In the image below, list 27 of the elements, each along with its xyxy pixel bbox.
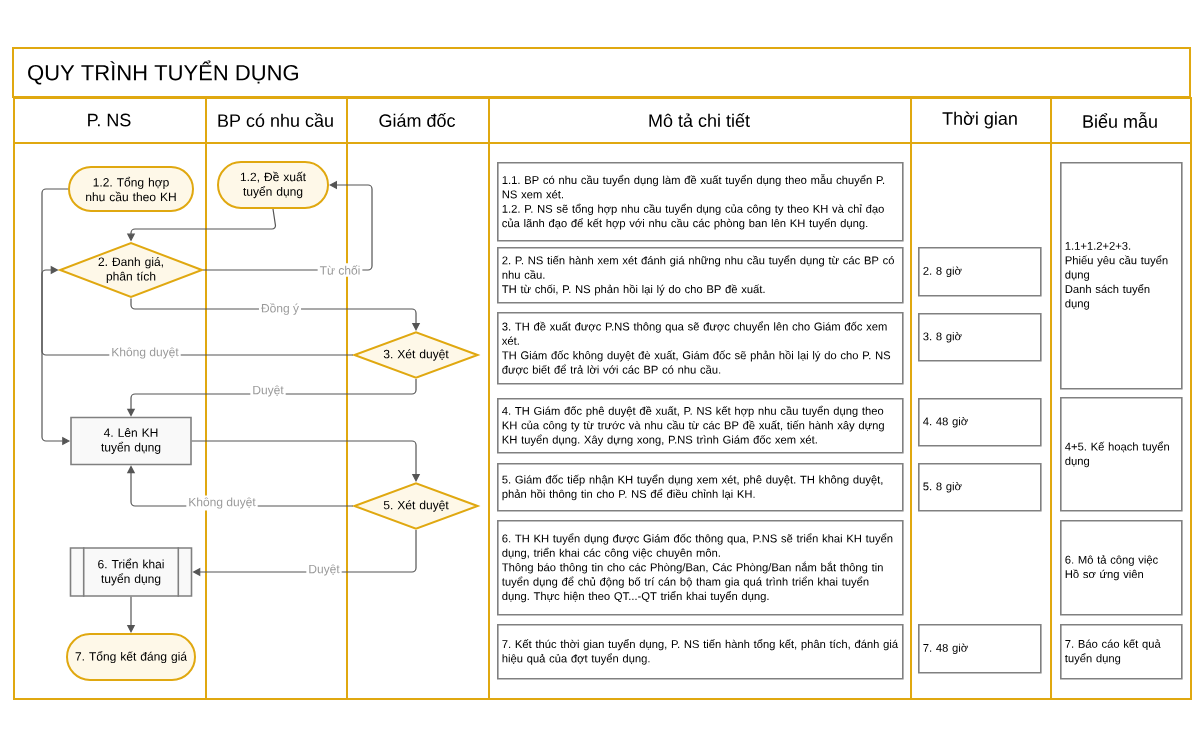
edge-label: Không duyệt xyxy=(186,495,258,511)
text-box: 6. TH KH tuyển dụng được Giám đốc thông qua, P.NS sẽ triển khai KH tuyển dụng, triển khai các công việc chuyên môn. Thông báo thông tin cho các Phòng/Ban, Các Phòng/Ban nắm bắt thông tin tuyển dụng để chủ động bố trí cán bộ tham gia quá trình triển khai tuyển dụng. Thực hiện theo QT...-QT triển khai tuyển dụng. xyxy=(497,520,904,616)
text-box: 7. Báo cáo kết quả tuyển dụng xyxy=(1060,624,1183,680)
subprocess-box: 6. Triển khai tuyển dụng xyxy=(69,546,193,598)
title-band: QUY TRÌNH TUYỂN DỤNG xyxy=(12,47,1191,98)
arrow xyxy=(191,440,421,482)
text-box: 2. 8 giờ xyxy=(918,247,1042,297)
text-box: 7. Kết thúc thời gian tuyển dụng, P. NS tiến hành tổng kết, phân tích, đánh giá hiệu quả của đợt tuyển dụng. xyxy=(497,624,904,680)
text-box: 4. TH Giám đốc phê duyệt đề xuất, P. NS kết hợp nhu cầu tuyển dụng theo KH của công ty từ trước và nhu cầu từ các BP đề xuất, tiến hành xây dựng KH tuyển dụng. Xây dựng xong, P.NS trình Giám đốc xem xét. xyxy=(497,398,904,454)
arrow xyxy=(130,297,421,331)
edge-label: Duyệt xyxy=(250,383,286,399)
text-box: 4+5. Kế hoạch tuyển dụng xyxy=(1060,397,1183,512)
text-box: 5. 8 giờ xyxy=(918,463,1042,512)
text-box: 3. 8 giờ xyxy=(918,313,1042,362)
edge-label: Duyệt xyxy=(306,562,342,578)
text-box: 5. Giám đốc tiếp nhận KH tuyển dụng xem xét, phê duyệt. TH không duyệt, phản hồi thông tin cho P. NS để điều chỉnh lại KH. xyxy=(497,463,904,512)
edge-label: Đồng ý xyxy=(259,301,301,317)
text-box: 6. Mô tả công việc Hồ sơ ứng viên xyxy=(1060,520,1183,616)
text-box: 4. 48 giờ xyxy=(918,398,1042,447)
text-box: 1.1+1.2+2+3. Phiếu yêu cầu tuyển dụng Danh sách tuyển dụng xyxy=(1060,162,1183,390)
text-box: 7. 48 giờ xyxy=(918,624,1042,674)
text-box: 2. P. NS tiến hành xem xét đánh giá những nhu cầu tuyển dụng từ các BP có nhu cầu. TH từ chối, P. NS phản hồi lại lý do cho BP đề xuất. xyxy=(497,247,904,304)
text-box: 1.1. BP có nhu cầu tuyển dụng làm đề xuất tuyển dụng theo mẫu chuyển P. NS xem xét. 1.2. P. NS sẽ tổng hợp nhu cầu tuyển dụng của công ty theo KH và chỉ đạo của lãnh đạo để kết hợp với nhu cầu các phòng ban lên KH tuyển dụng. xyxy=(497,162,904,242)
edge-label: Không duyệt xyxy=(109,345,181,361)
process-box: 4. Lên KH tuyển dụng xyxy=(70,416,192,466)
text-box: 3. TH đề xuất được P.NS thông qua sẽ được chuyển lên cho Giám đốc xem xét. TH Giám đốc không duyệt đè xuất, Giám đốc sẽ phản hồi lại lý do cho P. NS được biết để trả lời với các BP có nhu cầu. xyxy=(497,312,904,385)
edge-label: Từ chối xyxy=(317,263,363,277)
